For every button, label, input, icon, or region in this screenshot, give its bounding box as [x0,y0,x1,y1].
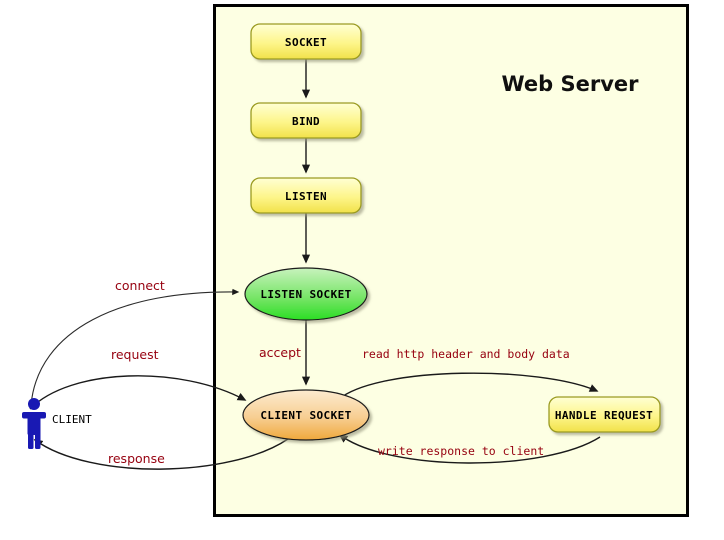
actor-client[interactable]: CLIENT [22,398,92,449]
edge-label-response: response [108,451,165,466]
node-handle-request-label: HANDLE REQUEST [555,409,653,422]
node-socket-label: SOCKET [285,36,327,49]
node-bind[interactable]: BIND [250,102,362,139]
edge-client-to-client-socket: request [29,347,247,410]
actor-client-label: CLIENT [52,413,92,426]
page-title: Web Server [501,72,639,96]
node-listen[interactable]: LISTEN [250,177,362,214]
edge-client-socket-to-client: response [33,438,289,470]
edge-client-to-listen-socket: connect [30,278,240,406]
edge-label-request: request [111,347,159,362]
node-client-socket-label: CLIENT SOCKET [260,409,351,422]
node-listen-socket[interactable]: LISTEN SOCKET [244,267,368,321]
node-listen-socket-label: LISTEN SOCKET [260,288,351,301]
edge-label-write-response: write response to client [378,444,544,458]
node-listen-label: LISTEN [285,190,327,203]
edge-label-read-http: read http header and body data [362,347,570,361]
node-socket[interactable]: SOCKET [250,23,362,60]
node-handle-request[interactable]: HANDLE REQUEST [548,396,661,433]
edge-listen-socket-to-client-socket: accept [259,320,311,386]
node-client-socket[interactable]: CLIENT SOCKET [242,389,370,441]
person-icon [22,398,46,449]
edge-handle-request-to-client-socket: write response to client [338,434,601,464]
edge-client-socket-to-handle-request: read http header and body data [338,347,599,400]
edge-label-accept: accept [259,345,301,360]
node-bind-label: BIND [292,115,320,128]
edge-label-connect: connect [115,278,165,293]
